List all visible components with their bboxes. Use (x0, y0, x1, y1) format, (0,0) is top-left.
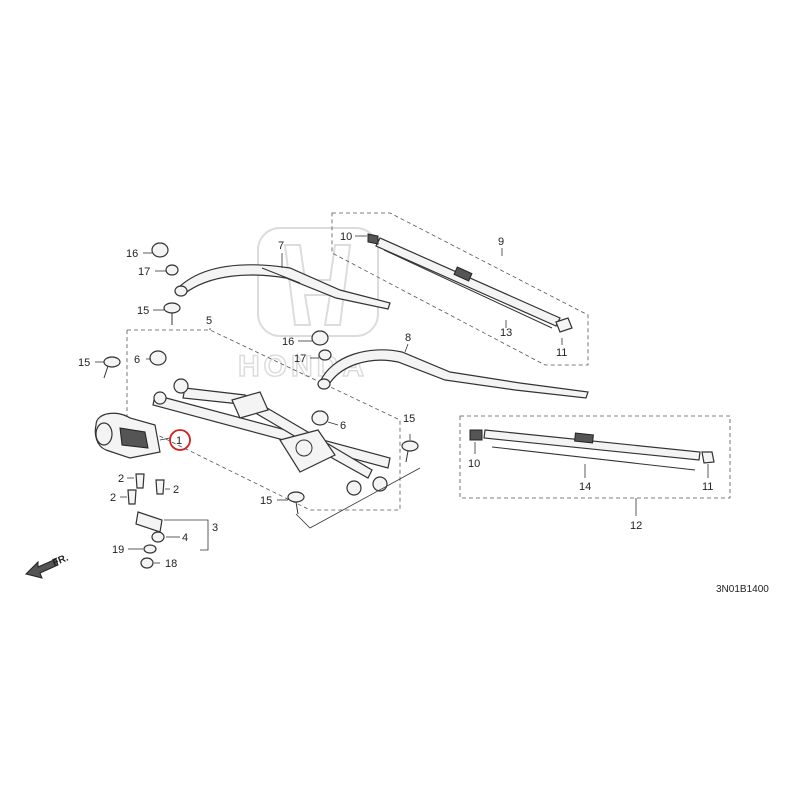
wiper-linkage (152, 378, 391, 496)
wiper-blade-passenger-group-box (459, 415, 731, 499)
callout-6: 6 (134, 354, 140, 366)
bolt-15d (401, 440, 419, 463)
nut-18 (140, 557, 154, 569)
callout-9: 9 (498, 236, 504, 248)
bolt-15c (287, 491, 305, 515)
front-direction-label: FR. (51, 552, 70, 568)
callout-14: 14 (579, 481, 591, 493)
callout-6: 6 (340, 420, 346, 432)
callout-15: 15 (260, 495, 272, 507)
grommet-6a (149, 350, 167, 366)
wiper-blade-driver-group-box (331, 212, 589, 366)
bolt-15a (163, 302, 181, 325)
cap-16a (151, 242, 169, 258)
callout-4: 4 (182, 532, 188, 544)
wiper-blade-passenger (469, 429, 715, 471)
callout-12: 12 (630, 520, 642, 532)
callout-2: 2 (173, 484, 179, 496)
callout-11: 11 (556, 347, 567, 359)
callout-10: 10 (468, 458, 480, 470)
nut-4 (151, 531, 165, 543)
motor-bracket (135, 511, 163, 533)
callout-16: 16 (282, 336, 294, 348)
callout-2: 2 (110, 492, 116, 504)
nut-17a (165, 264, 179, 276)
callout-13: 13 (500, 327, 512, 339)
callout-15: 15 (403, 413, 415, 425)
front-direction-arrow: FR. (25, 552, 70, 579)
callout-8: 8 (405, 332, 411, 344)
callout-15: 15 (78, 357, 90, 369)
callout-19: 19 (112, 544, 124, 556)
bolt-2a (135, 473, 145, 489)
callout-2: 2 (118, 473, 124, 485)
cap-16b (311, 330, 329, 346)
callout-7: 7 (278, 240, 284, 252)
grommet-6b (311, 410, 329, 426)
wiper-arm-passenger (317, 349, 589, 399)
leader-lines (95, 235, 709, 564)
callout-1: 1 (176, 435, 182, 447)
highlight-ring (169, 429, 191, 451)
wiper-motor (94, 412, 161, 459)
callout-3: 3 (212, 522, 218, 534)
callout-16: 16 (126, 248, 138, 260)
callout-18: 18 (165, 558, 177, 570)
wiper-arm-driver (174, 264, 391, 310)
callout-17: 17 (138, 266, 150, 278)
wiper-blade-driver (367, 233, 573, 333)
bolt-15b (103, 356, 121, 379)
callout-11: 11 (702, 481, 713, 493)
callout-17: 17 (294, 353, 306, 365)
diagram-code: 3N01B1400 (716, 584, 769, 595)
callout-10: 10 (340, 231, 352, 243)
bolt-2b (155, 479, 165, 495)
callout-5: 5 (206, 315, 212, 327)
callout-15: 15 (137, 305, 149, 317)
nut-17b (318, 349, 332, 361)
bolt-2c (127, 489, 137, 505)
washer-19 (143, 544, 157, 554)
